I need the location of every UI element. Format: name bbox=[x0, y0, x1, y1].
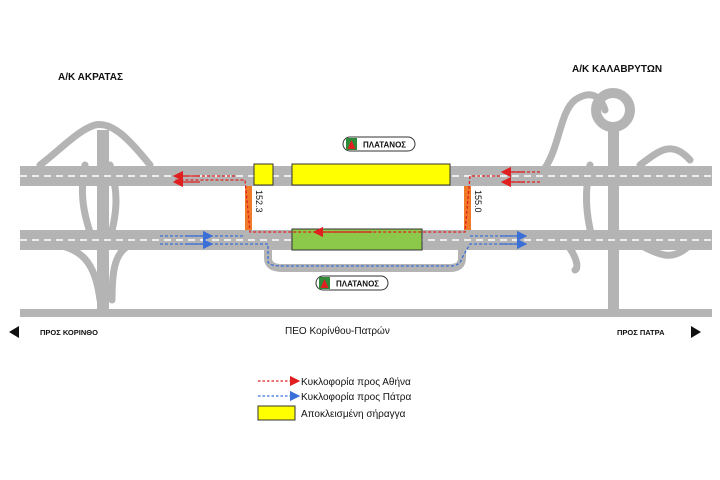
interchange-left-label: Α/Κ ΑΚΡΑΤΑΣ bbox=[58, 72, 123, 83]
direction-left-label: ΠΡΟΣ ΚΟΡΙΝΘΟ bbox=[40, 328, 98, 337]
tunnel-name-bottom: ΠΛΑΤΑΝΟΣ bbox=[336, 280, 379, 289]
tunnel-name-top: ΠΛΑΤΑΝΟΣ bbox=[363, 141, 406, 150]
crossover-left bbox=[245, 186, 252, 230]
closed-tunnel-bore bbox=[291, 163, 451, 186]
old-national-road bbox=[20, 309, 712, 317]
right-connector-road bbox=[608, 128, 619, 310]
direction-right-label: ΠΡΟΣ ΠΑΤΡΑ bbox=[617, 328, 665, 337]
legend-patras-label: Κυκλοφορία προς Πάτρα bbox=[301, 391, 411, 403]
left-interchange-ramps bbox=[36, 121, 154, 304]
tunnel-tag-bottom: ΠΛΑΤΑΝΟΣ bbox=[315, 275, 389, 291]
bypass-road bbox=[264, 250, 466, 272]
tunnel-tag-top: ΠΛΑΤΑΝΟΣ bbox=[342, 136, 416, 152]
legend: Κυκλοφορία προς Αθήνα Κυκλοφορία προς Πά… bbox=[257, 375, 411, 421]
legend-athens-label: Κυκλοφορία προς Αθήνα bbox=[301, 376, 411, 388]
old-road-label: ΠΕΟ Κορίνθου-Πατρών bbox=[285, 325, 390, 337]
arrow-right-icon bbox=[691, 326, 701, 338]
closed-tunnel-small bbox=[253, 163, 274, 186]
arrow-left-icon bbox=[9, 326, 19, 338]
open-tunnel-bore bbox=[291, 228, 423, 251]
chainage-left: 152.3 bbox=[254, 190, 264, 213]
legend-closed-label: Αποκλεισμένη σήραγγα bbox=[301, 408, 406, 420]
interchange-right-label: Α/Κ ΚΑΛΑΒΡΥΤΩΝ bbox=[572, 64, 662, 75]
chainage-right: 155.0 bbox=[473, 190, 483, 213]
roundabout bbox=[591, 88, 635, 132]
left-connector-road bbox=[97, 130, 109, 310]
legend-closed-icon bbox=[257, 405, 296, 421]
